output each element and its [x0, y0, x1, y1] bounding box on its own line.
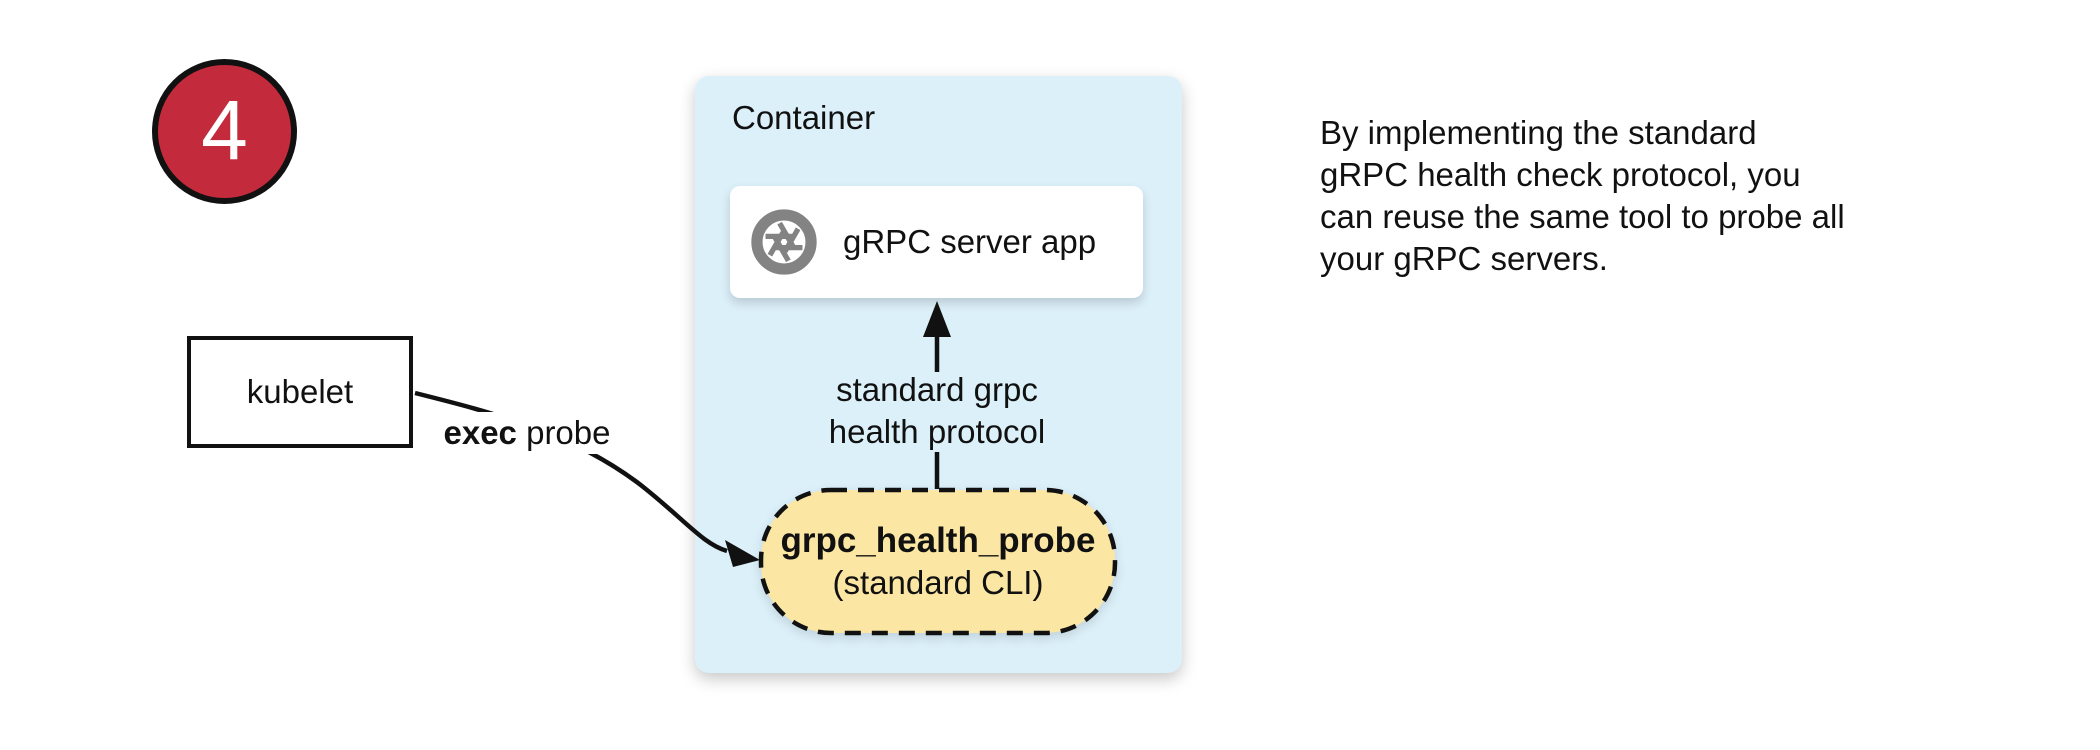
- step-badge: 4: [152, 59, 297, 204]
- exec-probe-label-bold: exec: [443, 414, 517, 451]
- probe-pill-text: grpc_health_probe (standard CLI): [759, 488, 1117, 635]
- exec-probe-arrowhead: [725, 540, 760, 567]
- kubelet-label: kubelet: [246, 373, 354, 410]
- server-app-label: gRPC server app: [843, 223, 1097, 260]
- exec-probe-label-rest: probe: [526, 414, 611, 451]
- kubelet-box: kubelet: [187, 336, 413, 448]
- health-protocol-label: standard grpc health protocol: [777, 369, 1097, 453]
- exec-probe-label: exec probe: [435, 412, 619, 454]
- probe-pill-subtitle: (standard CLI): [832, 563, 1044, 601]
- probe-pill: [758, 487, 1118, 636]
- health-protocol-label-line1: standard grpc: [836, 371, 1038, 408]
- note-line: By implementing the standard: [1320, 114, 1757, 151]
- note-line: your gRPC servers.: [1320, 240, 1608, 277]
- grpc-logo-icon: [751, 209, 817, 275]
- note-line: gRPC health check protocol, you: [1320, 156, 1801, 193]
- health-protocol-label-line2: health protocol: [828, 413, 1046, 450]
- container-title: Container: [732, 99, 876, 136]
- step-number: 4: [201, 82, 248, 177]
- exec-probe-arrow-line: [414, 390, 728, 554]
- note-text: By implementing the standard gRPC health…: [1320, 112, 1845, 280]
- server-app-card: gRPC server app: [730, 186, 1143, 298]
- note-line: can reuse the same tool to probe all: [1320, 198, 1845, 235]
- probe-pill-title: grpc_health_probe: [780, 521, 1096, 561]
- health-protocol-arrowhead: [923, 301, 951, 337]
